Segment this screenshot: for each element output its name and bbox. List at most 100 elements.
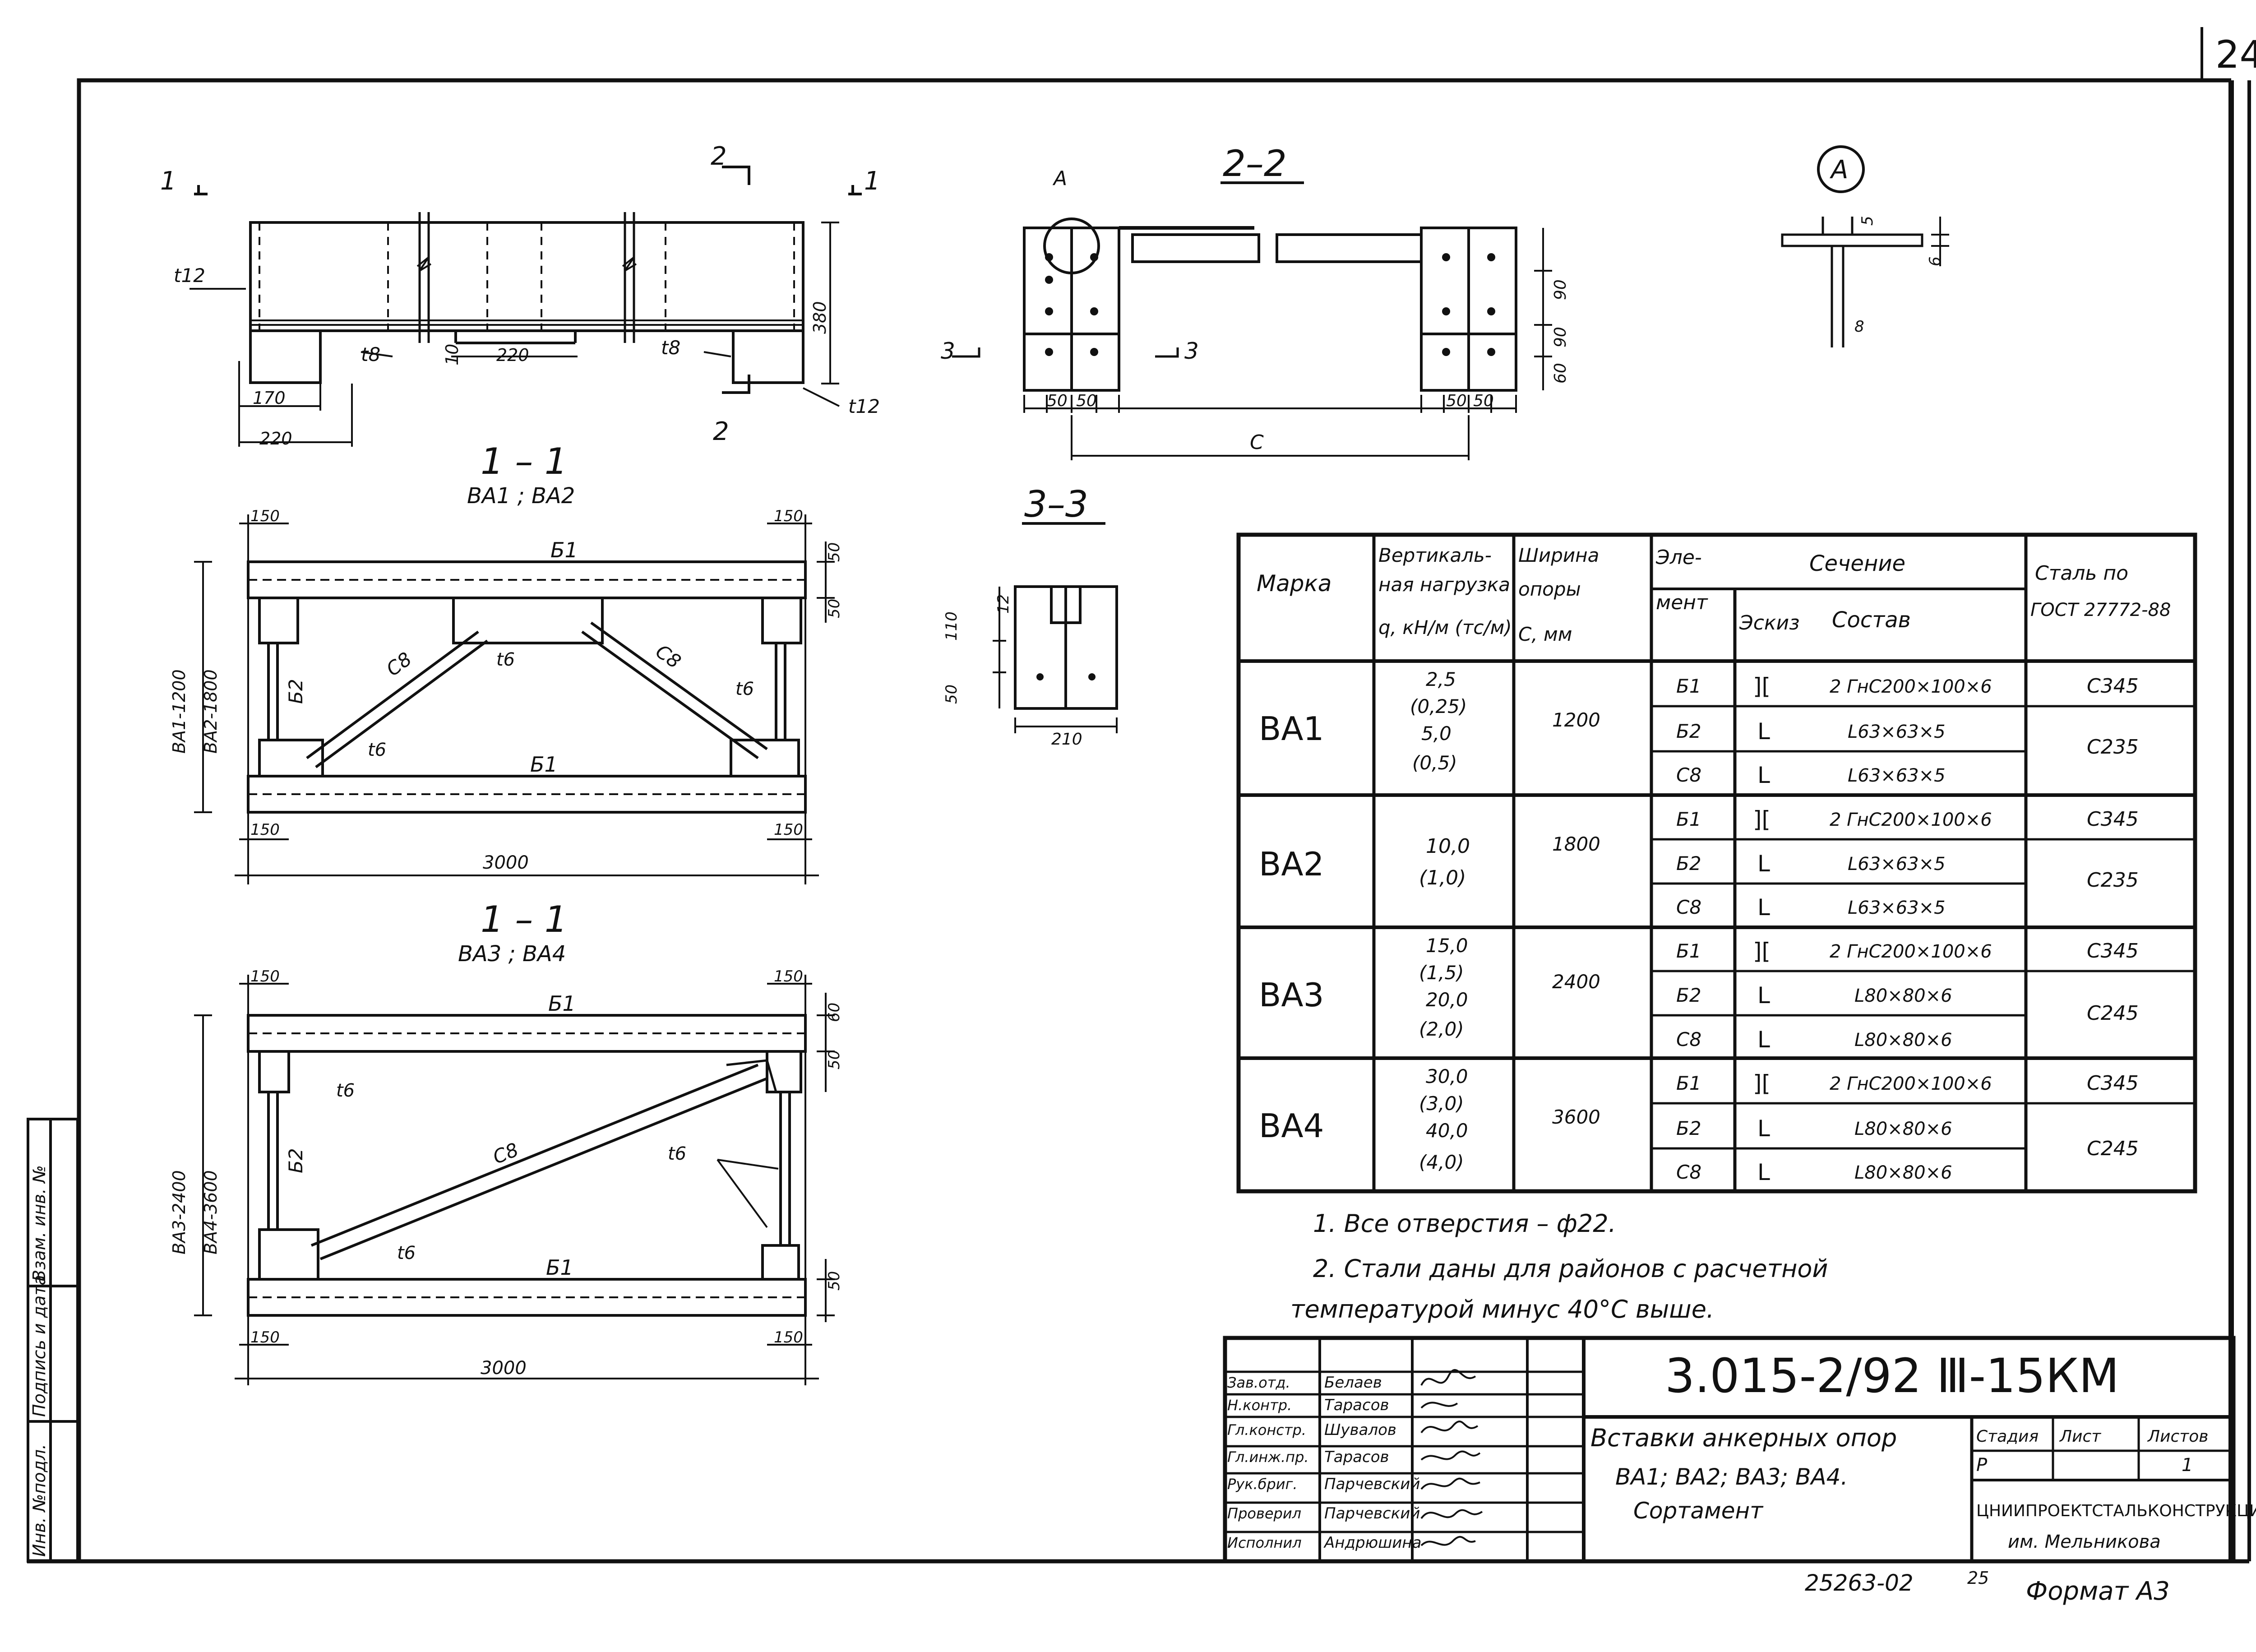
role-3: Гл.инж.пр. <box>1227 1448 1309 1466</box>
th-width-3: С, мм <box>1518 623 1572 645</box>
role-4: Рук.бриг. <box>1227 1476 1298 1493</box>
note-3: температурой минус 40°С выше. <box>1290 1295 1714 1323</box>
section-2-2-cut3-left: 3 <box>941 338 955 364</box>
sketch-ba1-1: L <box>1757 718 1770 745</box>
section-2-2-cut3-right: 3 <box>1184 338 1199 364</box>
plan1-b1-bottom: Б1 <box>530 752 558 777</box>
load-ba3-3: (2,0) <box>1419 1018 1464 1040</box>
steel-ba1-0: С345 <box>2087 675 2139 698</box>
elev-dim-380: 380 <box>810 301 830 334</box>
plan2-b1-bottom: Б1 <box>546 1255 573 1280</box>
elem-ba3-0: Б1 <box>1676 940 1701 962</box>
load-ba3-0: 15,0 <box>1426 935 1468 957</box>
width-ba3: 2400 <box>1552 971 1600 993</box>
sheets-value: 1 <box>2182 1455 2193 1476</box>
plan2-subtitle: ВА3 ; ВА4 <box>458 941 566 967</box>
sketch-ba4-2: L <box>1757 1159 1770 1185</box>
section-2-2-dim-50c: 50 <box>1446 392 1467 410</box>
name-5: Парчевский <box>1324 1504 1420 1522</box>
doc-title-line1: Вставки анкерных опор <box>1590 1424 1897 1452</box>
width-ba2: 1800 <box>1552 833 1600 855</box>
th-elem-2: мент <box>1656 591 1708 614</box>
elev-t12-left: t12 <box>174 264 205 287</box>
side-stamp <box>27 1118 79 1563</box>
sheets-label: Листов <box>2147 1427 2208 1446</box>
elem-ba3-1: Б2 <box>1676 984 1701 1006</box>
elem-ba1-0: Б1 <box>1676 675 1701 697</box>
th-width-2: опоры <box>1518 578 1581 600</box>
steel-ba4-0: С345 <box>2087 1072 2139 1095</box>
plan-ba1-ba2 <box>194 514 835 884</box>
elev-dim-220-mid: 220 <box>496 345 529 365</box>
role-5: Проверил <box>1227 1505 1301 1522</box>
plan1-b2: Б2 <box>285 679 307 704</box>
comp-ba2-0: 2 ГнС200×100×6 <box>1830 810 1992 830</box>
plan1-t6-b: t6 <box>735 679 754 699</box>
section-2-2-dim-60: 60 <box>1551 363 1570 384</box>
spec-table: Марка Вертикаль- ная нагрузка q, кН/м (т… <box>1257 544 2171 1185</box>
archive-number: 25263-02 <box>1805 1570 1914 1596</box>
section-3-3 <box>993 522 1118 733</box>
section-3-3-dim-110: 110 <box>943 611 961 641</box>
plan1-b1-top: Б1 <box>550 538 578 562</box>
section-2-2-dim-50b: 50 <box>1076 392 1097 410</box>
elem-ba1-1: Б2 <box>1676 720 1701 742</box>
plan2-dim-span: 3000 <box>481 1358 527 1379</box>
th-elem-1: Эле- <box>1655 546 1702 569</box>
stage-value: Р <box>1976 1455 1988 1476</box>
sketch-ba1-2: L <box>1757 762 1770 788</box>
plan-ba3-ba4 <box>194 975 835 1385</box>
plan2-title: 1 – 1 <box>481 898 568 940</box>
sketch-ba4-1: L <box>1757 1115 1770 1142</box>
role-1: Н.контр. <box>1227 1397 1292 1414</box>
org-name: ЦНИИПРОЕКТСТАЛЬКОНСТРУКЦИЯ <box>1976 1502 2256 1520</box>
name-3: Тарасов <box>1324 1448 1389 1466</box>
plan2-dim-50-a: 50 <box>825 1050 843 1069</box>
steel-ba2-0: С345 <box>2087 808 2139 831</box>
load-ba3-1: (1,5) <box>1419 962 1464 984</box>
title-block-grid <box>1223 1336 2236 1564</box>
section-2-2-title: 2–2 <box>1223 143 1287 185</box>
width-ba4: 3600 <box>1552 1106 1600 1128</box>
comp-ba4-1: L80×80×6 <box>1854 1119 1952 1139</box>
plan1-dim-50-a: 50 <box>825 542 843 562</box>
plan2-dim-150-bl: 150 <box>250 1328 280 1347</box>
steel-ba3-0: С345 <box>2087 939 2139 963</box>
th-load-1: Вертикаль- <box>1378 544 1492 566</box>
load-ba2-0: 10,0 <box>1426 835 1470 858</box>
detail-a-dim-8: 8 <box>1854 318 1864 336</box>
elem-ba2-2: С8 <box>1676 896 1701 918</box>
plan2-b2: Б2 <box>285 1148 307 1173</box>
role-2: Гл.констр. <box>1227 1421 1306 1439</box>
load-ba4-3: (4,0) <box>1419 1151 1464 1173</box>
elev-cut1-left: 1 <box>160 167 176 196</box>
section-2-2-lbl-a: А <box>1052 167 1067 190</box>
load-ba1-2: 5,0 <box>1421 722 1452 745</box>
load-ba1-0: 2,5 <box>1426 668 1456 690</box>
comp-ba4-0: 2 ГнС200×100×6 <box>1830 1074 1992 1094</box>
plan2-t6-b: t6 <box>668 1143 686 1164</box>
elev-dim-10: 10 <box>442 344 462 366</box>
steel-ba2-1: С235 <box>2087 869 2139 892</box>
comp-ba3-0: 2 ГнС200×100×6 <box>1830 941 1992 962</box>
comp-ba2-1: L63×63×5 <box>1848 854 1946 875</box>
doc-title-line3: Сортамент <box>1633 1498 1764 1524</box>
sketch-ba2-0: ][ <box>1753 806 1771 833</box>
sketch-ba1-0: ][ <box>1753 673 1771 699</box>
plan1-subtitle: ВА1 ; ВА2 <box>467 483 575 509</box>
load-ba4-0: 30,0 <box>1426 1065 1468 1087</box>
elev-dim-220-left: 220 <box>259 429 292 449</box>
plan2-b1-top: Б1 <box>548 991 576 1016</box>
load-ba3-2: 20,0 <box>1426 989 1468 1011</box>
steel-ba3-1: С245 <box>2087 1002 2139 1025</box>
note-2: 2. Стали даны для районов с расчетной <box>1313 1254 1828 1283</box>
width-ba1: 1200 <box>1552 709 1600 731</box>
elev-cut1-right: 1 <box>864 167 880 196</box>
detail-a-dim-6: 6 <box>1926 256 1944 266</box>
elev-t8-right: t8 <box>661 337 680 359</box>
th-eskiz: Эскиз <box>1739 611 1799 634</box>
elevation-view <box>190 166 862 447</box>
section-2-2-dim-90b: 90 <box>1551 327 1570 347</box>
sheet-label: Лист <box>2059 1427 2101 1446</box>
